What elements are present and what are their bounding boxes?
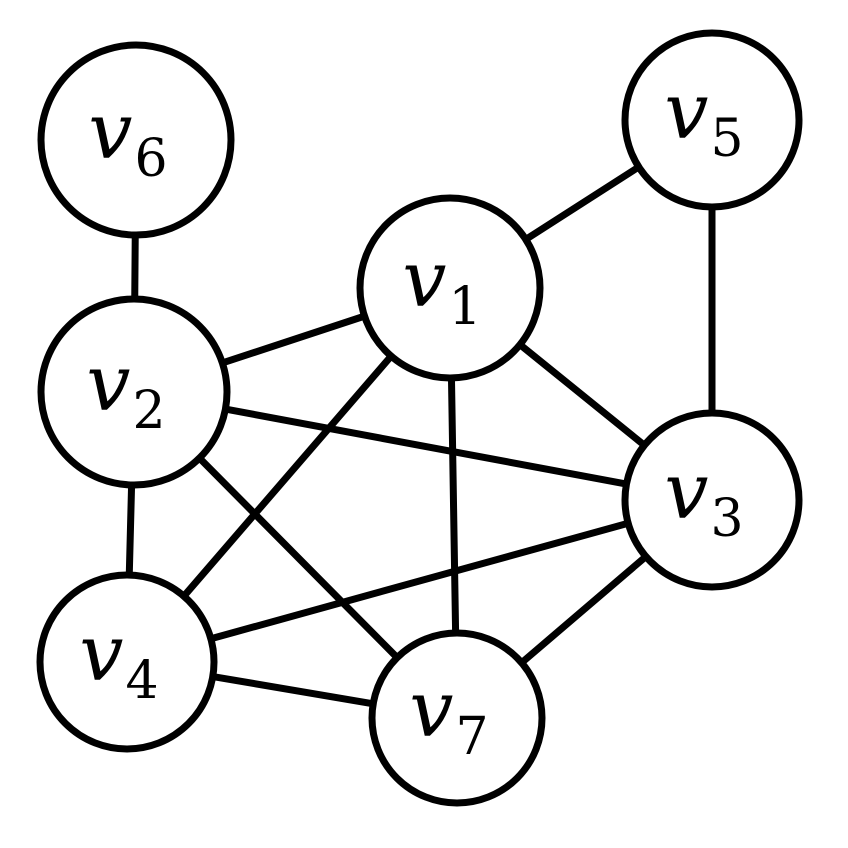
edge-v2-v7 [195,454,401,662]
edge-v2-v3 [221,405,630,488]
edge-v3-v7 [518,553,650,667]
node-v4: v4 [36,571,218,753]
edge-v4-v7 [209,673,377,708]
node-label-v3: v3 [664,447,743,549]
node-v2: v2 [37,295,231,489]
node-label-variable: v [409,665,453,755]
node-label-variable: v [402,235,446,325]
node-label-v6: v6 [88,87,167,189]
node-label-variable: v [664,447,708,537]
edge-v1-v2 [218,312,369,367]
node-label-v1: v1 [402,235,481,337]
node-v6: v6 [37,41,235,239]
node-label-subscript: 6 [134,129,167,189]
node-label-subscript: 7 [455,707,488,767]
node-label-v7: v7 [409,665,488,767]
node-label-subscript: 1 [448,277,481,337]
edge-v1-v5 [522,163,643,243]
node-circle-v1 [356,194,544,382]
node-label-v5: v5 [664,67,743,169]
node-circle-v4 [36,571,218,753]
edge-v3-v4 [207,519,632,643]
node-label-subscript: 5 [710,109,743,169]
node-label-subscript: 4 [125,651,158,711]
node-v7: v7 [368,629,546,807]
node-label-subscript: 2 [132,381,165,441]
edges-layer [125,163,716,708]
node-label-subscript: 3 [710,489,743,549]
node-circle-v3 [621,409,803,591]
node-label-v2: v2 [86,339,165,441]
edge-v1-v4 [180,352,395,600]
node-v5: v5 [621,29,803,211]
node-label-variable: v [79,609,123,699]
node-circle-v6 [37,41,235,239]
node-circle-v5 [621,29,803,211]
node-circle-v2 [37,295,231,489]
node-label-v4: v4 [79,609,158,711]
node-circle-v7 [368,629,546,807]
edge-v2-v4 [125,481,136,579]
node-label-variable: v [664,67,708,157]
edge-v1-v3 [516,341,648,449]
node-v1: v1 [356,194,544,382]
edge-v6-v2 [131,231,139,303]
node-v3: v3 [621,409,803,591]
node-label-variable: v [88,87,132,177]
node-label-variable: v [86,339,130,429]
edge-v1-v7 [447,374,460,637]
